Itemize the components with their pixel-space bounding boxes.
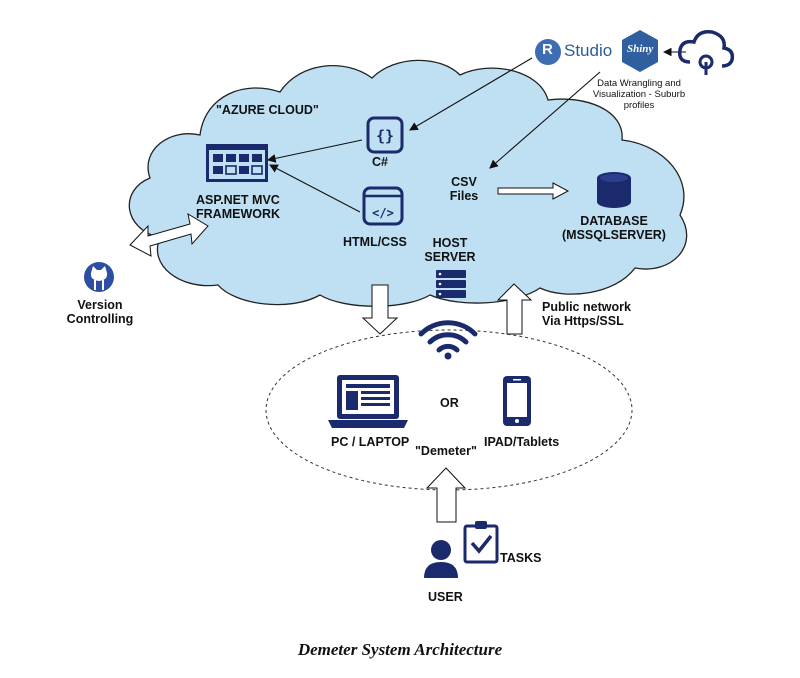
database-label: DATABASE (MSSQLSERVER) (554, 214, 674, 242)
arrow-rstudio-to-csv (489, 71, 601, 169)
csv-files-label: CSV Files (444, 175, 484, 203)
arrow-csharp-to-aspnet (266, 139, 363, 163)
wifi-icon (418, 320, 478, 360)
version-control-label: Version Controlling (62, 298, 138, 326)
arrow-rstudio-to-csharp (409, 57, 533, 131)
shiny-label: Shiny (627, 43, 654, 55)
public-network-line-1: Public network (542, 300, 631, 314)
database-line-2: (MSSQLSERVER) (562, 228, 666, 242)
arrow-csv-to-database (497, 182, 570, 200)
azure-cloud-label: "AZURE CLOUD" (216, 103, 319, 117)
data-wrangling-line-1: Data Wrangling and (597, 78, 681, 89)
svg-text:</>: </> (372, 206, 394, 220)
data-wrangling-note: Data Wrangling and Visualization - Subur… (574, 78, 704, 111)
r-logo-icon (535, 39, 561, 65)
database-icon (597, 172, 631, 208)
user-label: USER (428, 590, 463, 604)
tablet-icon (503, 376, 531, 426)
arrow-devices-to-cloud (496, 283, 533, 335)
code-slash-icon: </> (362, 186, 404, 226)
figure-caption: Demeter System Architecture (297, 640, 503, 659)
data-wrangling-line-2: Visualization - Suburb (592, 89, 686, 100)
or-label: OR (440, 396, 459, 410)
r-logo-letter: R (542, 41, 553, 58)
client-zone (265, 329, 633, 491)
version-control-line-1: Version (77, 298, 123, 312)
host-server-label: HOST SERVER (420, 236, 480, 264)
laptop-icon (328, 375, 408, 428)
public-network-label: Public network Via Https/SSL (542, 300, 631, 328)
arrow-user-to-devices (425, 467, 467, 523)
csv-line-1: CSV (451, 175, 477, 189)
ipad-tablets-label: IPAD/Tablets (484, 435, 560, 449)
htmlcss-label: HTML/CSS (343, 235, 407, 249)
user-icon (424, 540, 458, 578)
server-icon (436, 270, 466, 298)
aspnet-line-2: FRAMEWORK (196, 207, 281, 221)
demeter-label: "Demeter" (415, 444, 477, 458)
clipboard-check-icon (463, 521, 499, 564)
rstudio-label: Studio (564, 41, 613, 60)
github-icon (84, 262, 114, 292)
code-braces-icon: {} (366, 116, 404, 154)
arrow-version-control (129, 212, 209, 257)
aspnet-line-1: ASP.NET MVC (196, 193, 280, 207)
public-network-line-2: Via Https/SSL (542, 314, 624, 328)
shiny-logo-icon (622, 30, 658, 72)
csv-line-2: Files (449, 189, 479, 203)
database-line-1: DATABASE (580, 214, 648, 228)
aspnet-label: ASP.NET MVC FRAMEWORK (196, 193, 280, 221)
csharp-label: C# (372, 155, 388, 169)
host-server-line-1: HOST (432, 236, 468, 250)
pc-laptop-label: PC / LAPTOP (331, 435, 410, 449)
browser-window-icon (206, 144, 268, 182)
svg-text:{}: {} (376, 127, 394, 145)
data-wrangling-line-3: profiles (623, 100, 655, 111)
cloud-sync-icon (677, 29, 735, 75)
tasks-label: TASKS (500, 551, 542, 565)
arrow-htmlcss-to-aspnet (269, 164, 361, 213)
arrow-cloud-to-devices (361, 284, 399, 335)
azure-cloud (128, 59, 688, 307)
version-control-line-2: Controlling (66, 312, 134, 326)
host-server-line-2: SERVER (424, 250, 476, 264)
